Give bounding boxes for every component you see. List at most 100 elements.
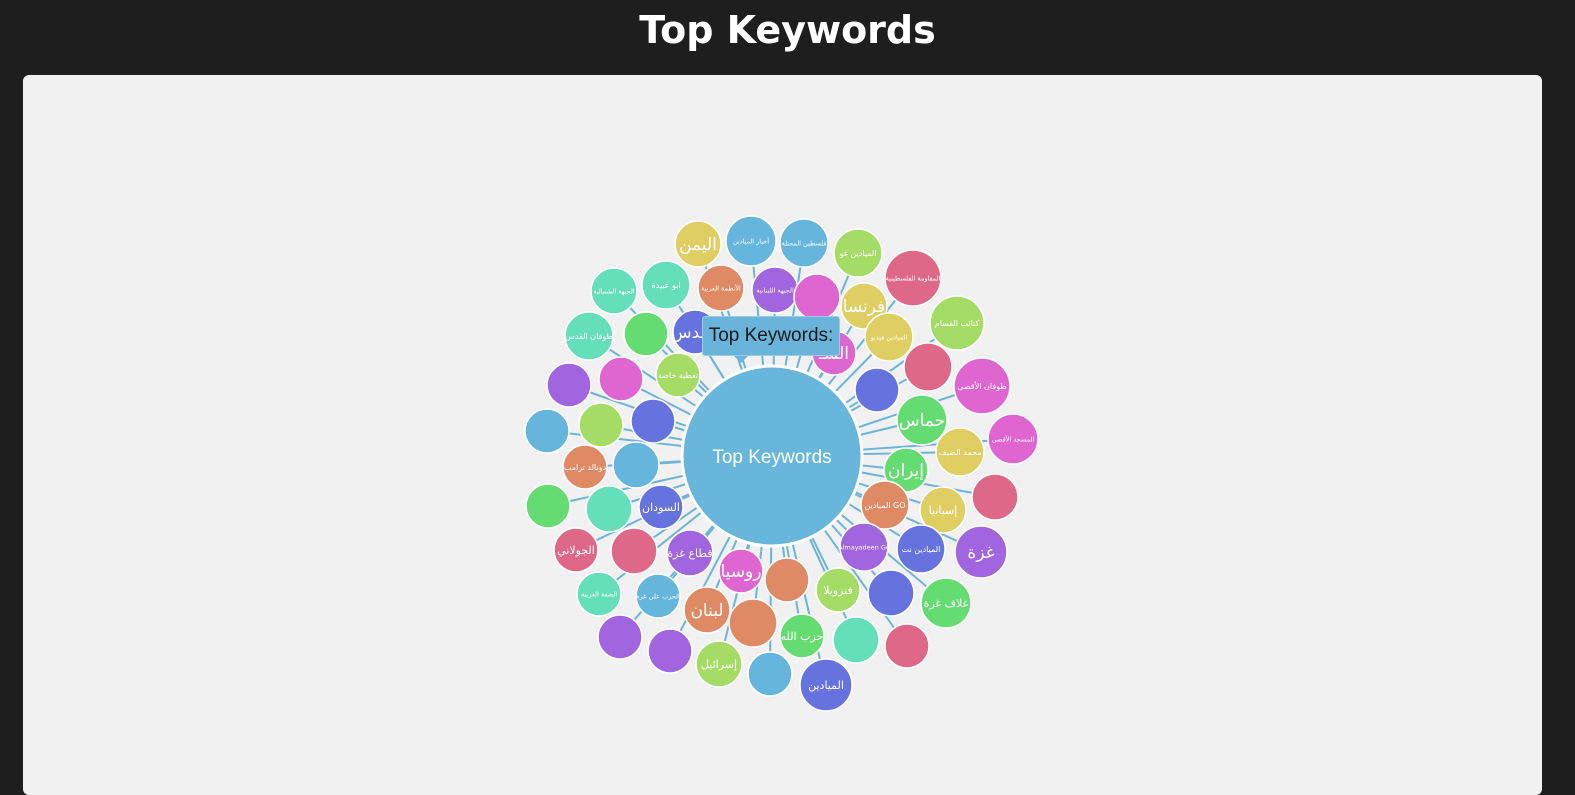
keyword-node[interactable] (793, 273, 841, 321)
keyword-node[interactable] (610, 527, 658, 575)
keyword-node[interactable] (903, 342, 953, 392)
keyword-node[interactable] (832, 616, 880, 664)
keyword-node[interactable]: إسبانيا (919, 486, 967, 534)
keyword-node-circle[interactable] (839, 522, 889, 572)
keyword-node[interactable]: الميادين GO (860, 480, 910, 530)
keyword-node[interactable]: أخبار الميادين (725, 215, 777, 267)
keyword-node-circle[interactable] (793, 273, 841, 321)
keyword-node-circle[interactable] (564, 311, 614, 361)
keyword-node-circle[interactable] (623, 311, 669, 357)
keyword-node-circle[interactable] (576, 571, 622, 617)
keyword-node[interactable]: حزب الله (779, 613, 825, 659)
keyword-node[interactable]: حماس (896, 394, 948, 446)
keyword-node-circle[interactable] (630, 398, 676, 444)
keyword-node-circle[interactable] (854, 367, 900, 413)
keyword-node[interactable] (623, 311, 669, 357)
keyword-node-circle[interactable] (935, 427, 985, 477)
keyword-node[interactable] (747, 651, 793, 697)
keyword-node-circle[interactable] (833, 228, 883, 278)
keyword-node-circle[interactable] (610, 527, 658, 575)
keyword-node-circle[interactable] (578, 402, 624, 448)
keyword-node-circle[interactable] (764, 557, 810, 603)
keyword-node[interactable]: الميادين فيديو (864, 312, 914, 362)
keyword-node[interactable] (884, 623, 930, 669)
keyword-node-circle[interactable] (747, 651, 793, 697)
keyword-node-circle[interactable] (525, 483, 571, 529)
keyword-node-circle[interactable] (695, 640, 743, 688)
keyword-node-circle[interactable] (896, 524, 946, 574)
keyword-node[interactable]: فنزويلا (815, 567, 861, 613)
keyword-node-circle[interactable] (903, 342, 953, 392)
center-node-circle[interactable] (680, 364, 864, 548)
keyword-node[interactable]: Almayadeen Go (838, 522, 890, 572)
keyword-node[interactable]: الجبهة اللبنانية (751, 266, 799, 314)
keyword-node-circle[interactable] (674, 220, 722, 268)
keyword-node-circle[interactable] (612, 441, 660, 489)
keyword-node[interactable] (971, 473, 1019, 521)
keyword-node-circle[interactable] (524, 408, 570, 454)
keyword-node-circle[interactable] (590, 267, 638, 315)
keyword-node[interactable]: محمد الضيف (935, 427, 985, 477)
keyword-node-circle[interactable] (728, 598, 778, 648)
keyword-node[interactable] (612, 441, 660, 489)
keyword-node-circle[interactable] (718, 548, 764, 594)
keyword-node[interactable]: لبنان (683, 586, 731, 634)
keyword-node[interactable]: المسجد الأقصى (987, 413, 1039, 465)
keyword-node[interactable]: قطاع غزة (666, 529, 714, 577)
keyword-node-circle[interactable] (655, 352, 701, 398)
graph-center-node[interactable]: Top Keywords (680, 364, 864, 548)
keyword-node-circle[interactable] (647, 628, 693, 674)
keyword-node[interactable]: اليمن (674, 220, 722, 268)
keyword-node-circle[interactable] (638, 484, 684, 530)
keyword-node-circle[interactable] (666, 529, 714, 577)
keyword-node-circle[interactable] (867, 569, 915, 617)
keyword-node[interactable]: طوفان الأقصى (953, 357, 1011, 415)
keyword-node[interactable]: الضفة الغربية (576, 571, 622, 617)
keyword-node-circle[interactable] (641, 260, 691, 310)
keyword-node-circle[interactable] (860, 480, 910, 530)
keyword-node[interactable] (647, 628, 693, 674)
keyword-node[interactable] (728, 598, 778, 648)
keyword-node[interactable]: الجبهة الشمالية (590, 267, 638, 315)
keyword-node-circle[interactable] (697, 264, 745, 312)
keyword-node-circle[interactable] (832, 616, 880, 664)
keyword-node[interactable]: تغطية خاصة (655, 352, 701, 398)
keyword-node-circle[interactable] (884, 623, 930, 669)
keyword-node[interactable] (546, 362, 592, 408)
keyword-node[interactable] (585, 485, 633, 533)
keyword-node-circle[interactable] (864, 312, 914, 362)
keyword-node[interactable]: دونالد ترامب (562, 444, 608, 490)
keyword-node[interactable] (597, 614, 643, 660)
keyword-node-circle[interactable] (598, 356, 644, 402)
keyword-node-circle[interactable] (597, 614, 643, 660)
keyword-node[interactable]: الميادين (799, 658, 853, 712)
keyword-node-circle[interactable] (884, 249, 942, 307)
keyword-node[interactable]: الميادين نت (896, 524, 946, 574)
keyword-node-circle[interactable] (987, 413, 1039, 465)
keyword-node[interactable] (578, 402, 624, 448)
keyword-node-circle[interactable] (815, 567, 861, 613)
keyword-node-circle[interactable] (553, 527, 599, 573)
keyword-node[interactable]: غزة (954, 525, 1008, 579)
keyword-node[interactable] (764, 557, 810, 603)
keyword-node-circle[interactable] (953, 357, 1011, 415)
keyword-node[interactable] (867, 569, 915, 617)
keyword-node[interactable]: ابو عبيدة (641, 260, 691, 310)
keyword-node-circle[interactable] (971, 473, 1019, 521)
keyword-node-circle[interactable] (920, 577, 972, 629)
keyword-node[interactable]: الجولاني (553, 527, 599, 573)
keyword-node-circle[interactable] (546, 362, 592, 408)
keyword-node[interactable]: غلاف غزة (920, 577, 972, 629)
keyword-node-circle[interactable] (954, 525, 1008, 579)
keyword-node[interactable] (854, 367, 900, 413)
keyword-node-circle[interactable] (799, 658, 853, 712)
keyword-node[interactable]: طوفان القدس (564, 311, 614, 361)
keyword-node-circle[interactable] (683, 586, 731, 634)
keyword-node[interactable]: الميادين غو (833, 228, 883, 278)
keyword-node-circle[interactable] (725, 215, 777, 267)
keyword-node[interactable]: الحرب على غزة (635, 573, 681, 619)
keyword-node[interactable]: السودان (638, 484, 684, 530)
keyword-node[interactable]: فلسطين المحتلة (779, 218, 829, 268)
keyword-node[interactable] (525, 483, 571, 529)
